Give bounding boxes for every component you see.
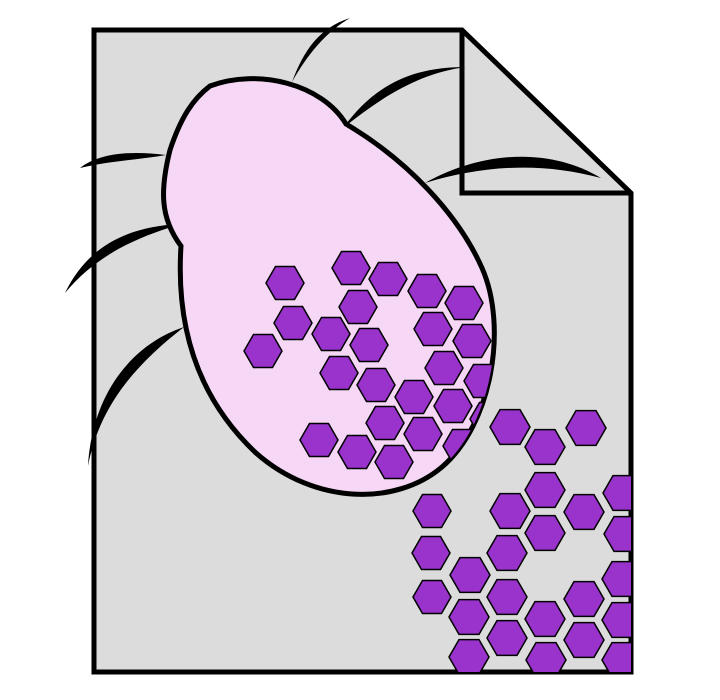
- hexagon: [331, 250, 371, 286]
- hexagon: [489, 492, 531, 530]
- hexagon: [243, 333, 283, 369]
- hexagon: [356, 367, 396, 403]
- hexagon: [368, 261, 408, 297]
- document-hexagon-cluster: [411, 408, 631, 672]
- hexagon: [452, 323, 492, 359]
- hexagon: [563, 580, 605, 618]
- hexagon: [525, 641, 567, 672]
- hexagon: [311, 316, 351, 352]
- hexagon: [489, 408, 531, 446]
- hexagon: [486, 619, 528, 657]
- hexagon: [448, 598, 490, 636]
- hexagon: [449, 556, 491, 594]
- hexagon: [486, 534, 528, 572]
- hexagon: [601, 641, 631, 672]
- hexagon: [265, 265, 305, 301]
- mite-leg: [65, 224, 181, 293]
- hexagon: [433, 388, 473, 424]
- hexagon: [601, 601, 631, 639]
- hexagon: [407, 273, 447, 309]
- hexagon: [524, 428, 566, 466]
- hexagon: [563, 493, 605, 531]
- hexagon: [601, 560, 631, 598]
- hexagon: [603, 515, 631, 553]
- mite-leg: [343, 67, 466, 128]
- hexagon: [413, 311, 453, 347]
- hexagon: [563, 621, 605, 659]
- hexagon: [337, 434, 377, 470]
- hexagon: [602, 474, 631, 512]
- hexagon: [365, 405, 405, 441]
- mite-legs: [65, 18, 601, 466]
- hexagon: [374, 444, 414, 480]
- hexagon: [524, 514, 566, 552]
- hexagon: [486, 578, 528, 616]
- mite-leg: [88, 327, 184, 466]
- hexagon: [299, 422, 339, 458]
- hexagon: [394, 379, 434, 415]
- hexagon: [411, 535, 451, 571]
- folded-corner: [459, 30, 631, 196]
- hexagon: [349, 327, 389, 363]
- hexagon: [524, 600, 566, 638]
- hexagon: [444, 285, 484, 321]
- hexagon: [524, 471, 566, 509]
- mite-leg: [425, 156, 601, 183]
- hexagon: [273, 305, 313, 341]
- hexagon: [448, 638, 490, 672]
- hexagon: [412, 493, 452, 529]
- hexagon: [319, 355, 359, 391]
- mite-leg: [80, 152, 166, 168]
- hexagon: [565, 409, 607, 447]
- hexagon: [403, 416, 443, 452]
- hexagon: [412, 579, 452, 615]
- hexagon: [338, 289, 378, 325]
- hexagon: [424, 350, 464, 386]
